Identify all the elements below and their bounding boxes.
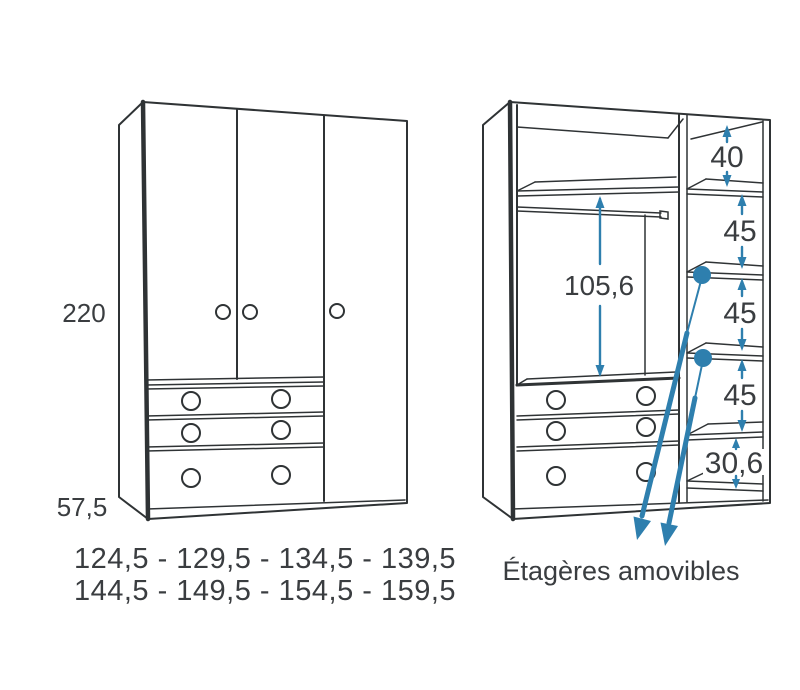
side-panel — [482, 101, 514, 520]
top-section-dimension-label: 40 — [710, 141, 743, 174]
removable-shelf-markers — [693, 266, 712, 367]
door-knobs — [215, 303, 345, 320]
dimension-arrow-45-1 — [737, 194, 747, 269]
drawer-knob — [271, 389, 291, 409]
base-height-dimension-label: 57,5 — [57, 492, 108, 522]
drawer-front-lines — [145, 381, 325, 452]
bottom-section-dimension-label: 30,6 — [705, 447, 763, 480]
drawer-knob — [546, 466, 566, 486]
drawer-front-lines — [516, 409, 680, 452]
dimension-arrow-30-6 — [732, 438, 740, 489]
width-options-line-1: 124,5 - 129,5 - 134,5 - 139,5 — [74, 543, 456, 575]
hanging-height-arrow — [595, 196, 605, 377]
shelf — [686, 178, 764, 198]
drawer-knob — [636, 386, 656, 406]
removable-shelves-caption: Étagères amovibles — [502, 556, 739, 586]
width-options-line-2: 144,5 - 149,5 - 154,5 - 159,5 — [74, 575, 456, 607]
wardrobe-front-view — [118, 99, 408, 522]
cabinet-outline — [142, 101, 408, 520]
drawer-knobs — [181, 389, 291, 488]
hanging-height-dimension-label: 105,6 — [564, 270, 634, 301]
drawer-knob — [546, 390, 566, 410]
dimension-arrow-40 — [722, 125, 732, 187]
plinth-line — [146, 499, 406, 510]
removable-shelf-leader-arrow-2 — [660, 359, 704, 546]
plinth-line — [511, 499, 769, 510]
top-shelf — [516, 176, 680, 197]
dimension-text-masks — [562, 144, 766, 475]
shelf-section-dimension-label-1: 45 — [723, 215, 756, 248]
door-bottom-gap — [145, 376, 325, 381]
shelf-section-dimension-label-2: 45 — [723, 297, 756, 330]
shelf-section-dimension-label-3: 45 — [723, 379, 756, 412]
dimension-annotations — [595, 125, 747, 546]
drawer-knob — [181, 423, 201, 443]
dimension-arrow-45-2 — [737, 278, 747, 351]
height-dimension-label: 220 — [62, 298, 105, 328]
hanging-rail — [516, 206, 669, 220]
drawer-knob — [636, 417, 656, 437]
labels: 220 57,5 105,6 40 45 45 45 30,6 124,5 - … — [57, 141, 764, 607]
removable-shelf-dot — [693, 266, 711, 284]
door-knob — [215, 304, 231, 320]
drawer-knob — [181, 391, 201, 411]
drawer-knob — [271, 420, 291, 440]
drawer-knob — [181, 468, 201, 488]
side-panel — [118, 101, 149, 520]
dimension-arrow-45-3 — [737, 359, 747, 432]
drawer-knobs — [546, 386, 656, 486]
removable-shelf-dot — [694, 349, 712, 367]
cabinet-outline — [509, 101, 771, 520]
drawer-knob — [546, 421, 566, 441]
removable-shelf-leader-arrow-1 — [633, 276, 703, 540]
wardrobe-interior-view — [482, 99, 771, 522]
door-knob — [242, 304, 258, 320]
shelf — [686, 421, 764, 441]
drawer-knob — [271, 465, 291, 485]
door-knob — [329, 303, 345, 319]
drawer-box-top — [515, 371, 681, 387]
